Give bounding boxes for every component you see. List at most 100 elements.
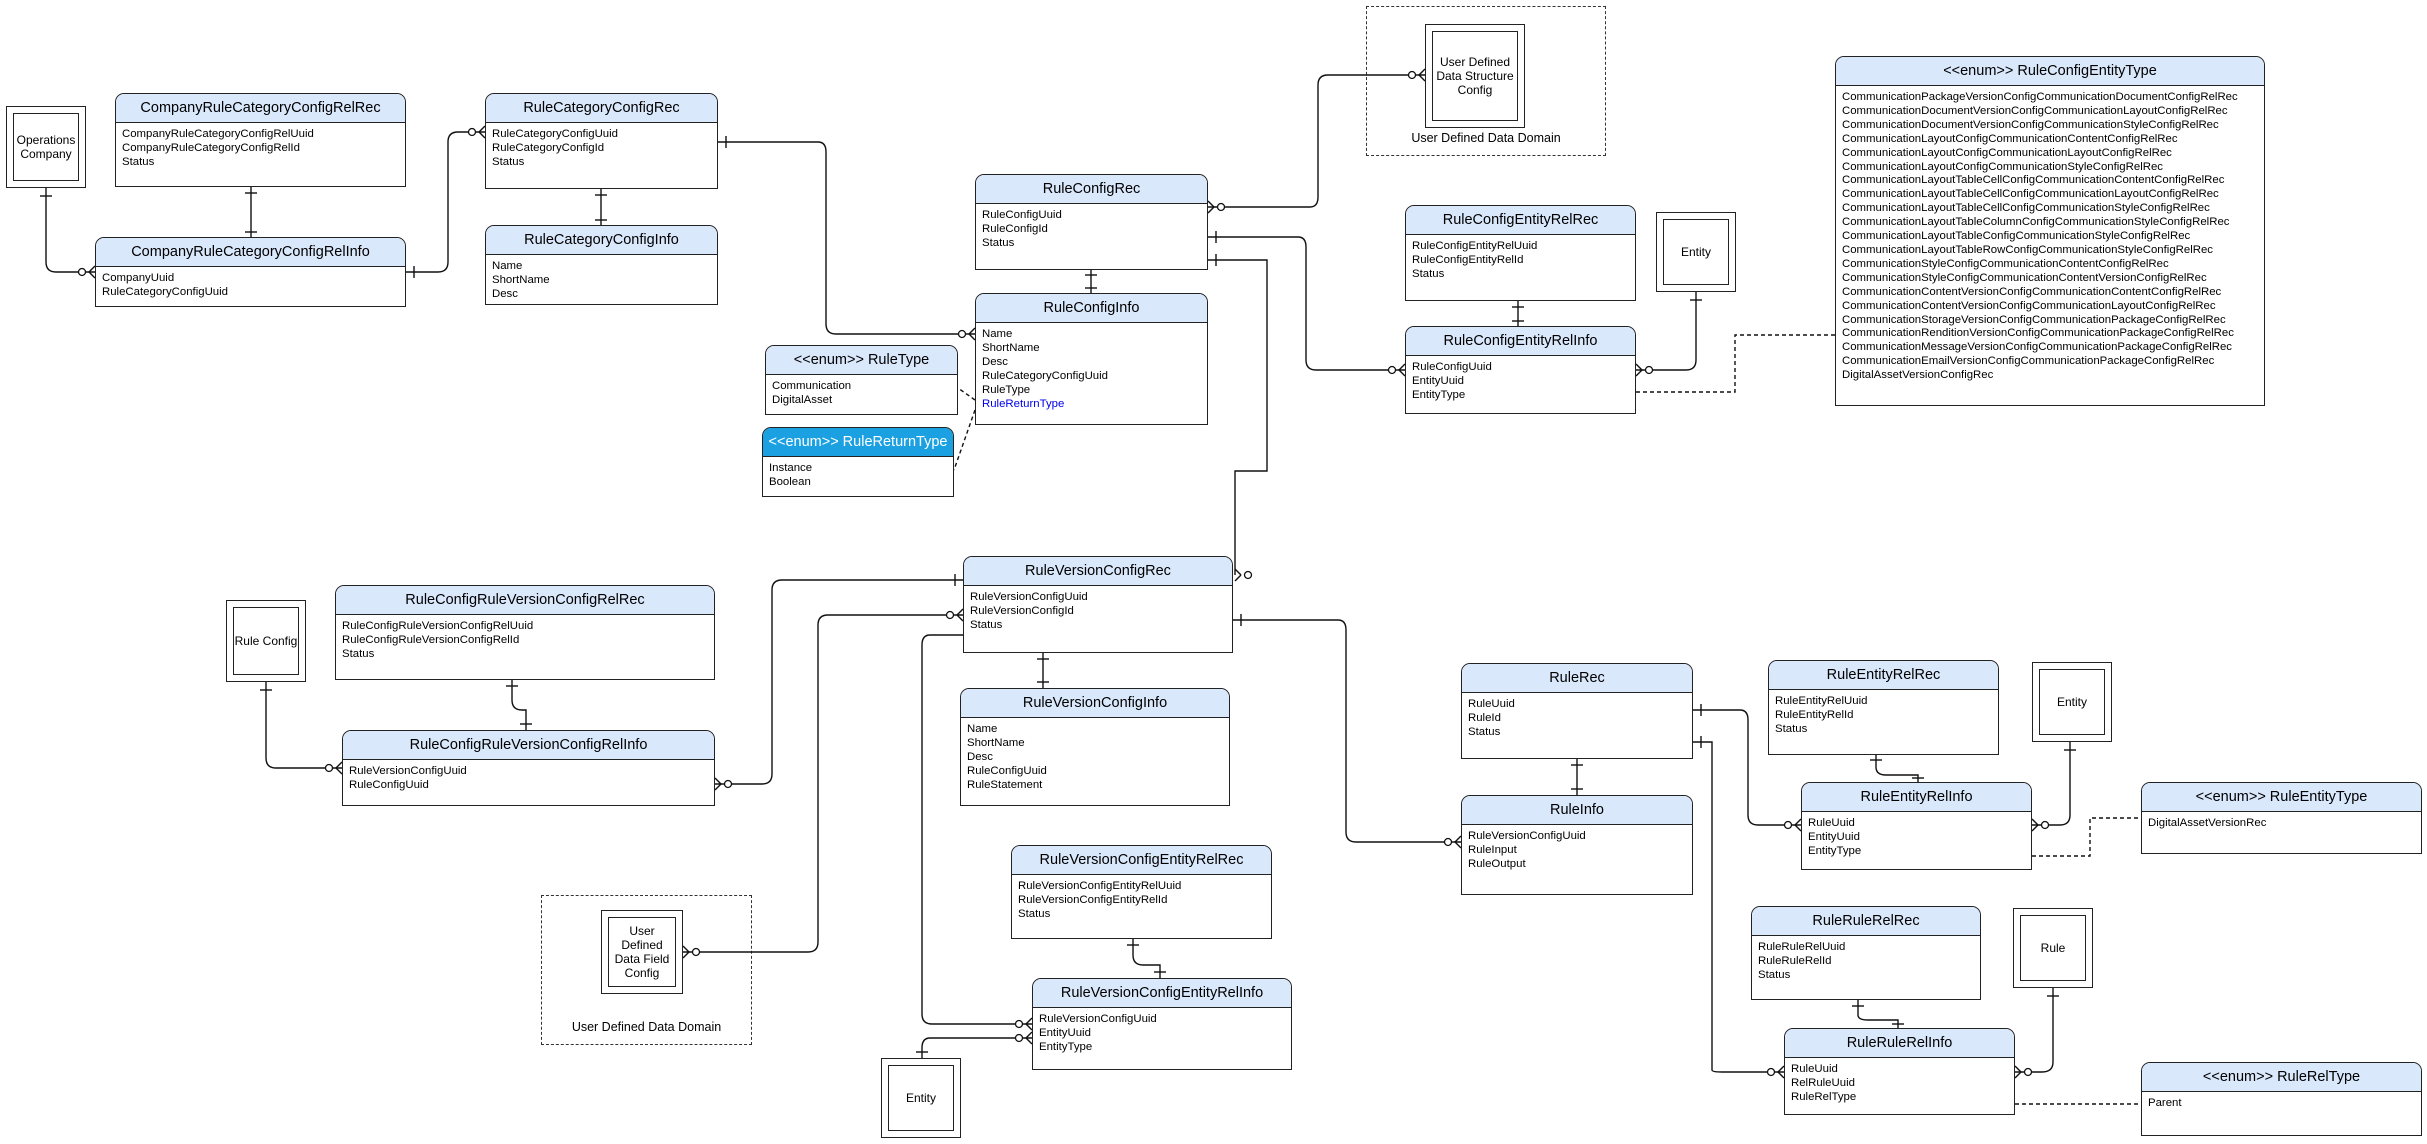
table-rule-config-entity-rel-rec[interactable]: RuleConfigEntityRelRec RuleConfigEntityR… xyxy=(1405,205,1636,301)
table-field: RuleRuleRelUuid xyxy=(1758,941,1846,953)
table-title: RuleConfigRec xyxy=(976,175,1207,204)
table-field: EntityType xyxy=(1039,1040,1093,1053)
table-field: RuleConfigRuleVersionConfigRelUuid xyxy=(342,620,534,632)
relationship-line xyxy=(265,682,342,769)
table-title: RuleCategoryConfigInfo xyxy=(486,226,717,255)
table-field: RuleEntityRelUuid xyxy=(1775,695,1868,707)
table-field: Status xyxy=(1018,907,1051,920)
relationship-line xyxy=(1875,755,1919,782)
table-rule-entity-rel-rec[interactable]: RuleEntityRelRec RuleEntityRelUuid RuleE… xyxy=(1768,660,1999,755)
table-rule-version-config-info[interactable]: RuleVersionConfigInfo Name ShortName Des… xyxy=(960,688,1230,806)
table-rule-version-config-entity-rel-rec[interactable]: RuleVersionConfigEntityRelRec RuleVersio… xyxy=(1011,845,1272,939)
table-title: RuleInfo xyxy=(1462,796,1692,825)
entity-label: Rule xyxy=(2020,915,2086,981)
table-title: RuleEntityRelRec xyxy=(1769,661,1998,690)
enum-value: CommunicationLayoutTableCellConfigCommun… xyxy=(1842,188,2219,201)
table-field: Status xyxy=(970,618,1003,631)
entity-user-defined-data-structure-config[interactable]: User Defined Data Structure Config xyxy=(1425,24,1525,128)
enum-title: <<enum>> RuleRelType xyxy=(2142,1063,2421,1092)
domain-user-defined-data-bottom: User Defined Data Domain xyxy=(541,895,752,1045)
table-title: RuleConfigInfo xyxy=(976,294,1207,323)
table-rule-rule-rel-info[interactable]: RuleRuleRelInfo RuleUuid RelRuleUuid Rul… xyxy=(1784,1028,2015,1115)
table-field: RuleStatement xyxy=(967,778,1043,791)
enum-rule-type[interactable]: <<enum>> RuleType Communication DigitalA… xyxy=(765,345,958,415)
table-field: Name xyxy=(967,723,998,735)
table-title: CompanyRuleCategoryConfigRelInfo xyxy=(96,238,405,267)
table-rule-config-rule-version-config-rel-rec[interactable]: RuleConfigRuleVersionConfigRelRec RuleCo… xyxy=(335,585,715,680)
table-field: RuleUuid xyxy=(1468,698,1515,710)
enum-value: DigitalAsset xyxy=(772,393,833,406)
table-company-rule-category-config-rel-rec[interactable]: CompanyRuleCategoryConfigRelRec CompanyR… xyxy=(115,93,406,187)
table-rule-config-rec[interactable]: RuleConfigRec RuleConfigUuid RuleConfigI… xyxy=(975,174,1208,270)
enum-values: Instance Boolean xyxy=(763,457,953,495)
enum-rule-return-type[interactable]: <<enum>> RuleReturnType Instance Boolean xyxy=(762,427,954,497)
entity-entity-bottom[interactable]: Entity xyxy=(881,1058,961,1138)
table-field: RuleVersionConfigUuid xyxy=(349,765,467,777)
table-title: RuleConfigEntityRelRec xyxy=(1406,206,1635,235)
entity-entity-right[interactable]: Entity xyxy=(2032,662,2112,742)
enum-value: Communication xyxy=(772,380,852,392)
table-title: RuleCategoryConfigRec xyxy=(486,94,717,123)
relationship-line xyxy=(2032,742,2071,826)
table-rule-category-config-rec[interactable]: RuleCategoryConfigRec RuleCategoryConfig… xyxy=(485,93,718,189)
relationship-line xyxy=(2015,988,2054,1073)
table-field: ShortName xyxy=(982,341,1040,354)
entity-operations-company[interactable]: Operations Company xyxy=(6,106,86,188)
cardinality-many-marker xyxy=(1443,837,1453,847)
enum-title: <<enum>> RuleReturnType xyxy=(763,428,953,457)
table-fields: RuleVersionConfigEntityRelUuid RuleVersi… xyxy=(1012,875,1271,927)
table-rule-info[interactable]: RuleInfo RuleVersionConfigUuid RuleInput… xyxy=(1461,795,1693,895)
table-company-rule-category-config-rel-info[interactable]: CompanyRuleCategoryConfigRelInfo Company… xyxy=(95,237,406,307)
relationship-line xyxy=(1208,259,1268,575)
table-rule-entity-rel-info[interactable]: RuleEntityRelInfo RuleUuid EntityUuid En… xyxy=(1801,782,2032,870)
table-rule-version-config-entity-rel-info[interactable]: RuleVersionConfigEntityRelInfo RuleVersi… xyxy=(1032,978,1292,1070)
relationship-line xyxy=(1857,1000,1899,1028)
entity-label: User Defined Data Structure Config xyxy=(1432,31,1518,121)
enum-value: CommunicationStyleConfigCommunicationCon… xyxy=(1842,257,2169,270)
enum-rule-entity-type[interactable]: <<enum>> RuleEntityType DigitalAssetVers… xyxy=(2141,782,2422,854)
enum-value: CommunicationEmailVersionConfigCommunica… xyxy=(1842,355,2215,368)
table-field: Name xyxy=(492,260,523,272)
table-rule-config-entity-rel-info[interactable]: RuleConfigEntityRelInfo RuleConfigUuid E… xyxy=(1405,326,1636,414)
table-title: RuleEntityRelInfo xyxy=(1802,783,2031,812)
table-title: RuleConfigRuleVersionConfigRelInfo xyxy=(343,731,714,760)
entity-entity-top[interactable]: Entity xyxy=(1656,212,1736,292)
relationship-line xyxy=(957,387,976,401)
entity-label: Entity xyxy=(2039,669,2105,735)
table-title: RuleRuleRelRec xyxy=(1752,907,1980,936)
table-field: CompanyUuid xyxy=(102,272,175,284)
enum-value: DigitalAssetVersionRec xyxy=(2148,817,2267,829)
enum-values: Parent xyxy=(2142,1092,2421,1116)
entity-rule[interactable]: Rule xyxy=(2013,908,2093,988)
entity-label: Operations Company xyxy=(13,113,79,181)
table-rule-rule-rel-rec[interactable]: RuleRuleRelRec RuleRuleRelUuid RuleRuleR… xyxy=(1751,906,1981,1000)
table-field: EntityUuid xyxy=(1808,830,1860,843)
enum-rule-config-entity-type[interactable]: <<enum>> RuleConfigEntityType Communicat… xyxy=(1835,56,2265,406)
table-field: RuleVersionConfigEntityRelId xyxy=(1018,893,1168,906)
table-title: RuleConfigRuleVersionConfigRelRec xyxy=(336,586,714,615)
table-rule-config-info[interactable]: RuleConfigInfo Name ShortName Desc RuleC… xyxy=(975,293,1208,425)
table-field-link[interactable]: RuleReturnType xyxy=(982,397,1065,410)
relationship-line xyxy=(921,1037,1032,1058)
enum-value: Instance xyxy=(769,462,813,474)
entity-rule-config[interactable]: Rule Config xyxy=(226,600,306,682)
enum-value: CommunicationRenditionVersionConfigCommu… xyxy=(1842,327,2234,340)
domain-label: User Defined Data Domain xyxy=(1411,131,1561,145)
table-field: RuleConfigRuleVersionConfigRelId xyxy=(342,633,520,646)
enum-value: CommunicationLayoutConfigCommunicationCo… xyxy=(1842,132,2178,145)
table-rule-config-rule-version-config-rel-info[interactable]: RuleConfigRuleVersionConfigRelInfo RuleV… xyxy=(342,730,715,806)
enum-rule-rel-type[interactable]: <<enum>> RuleRelType Parent xyxy=(2141,1062,2422,1136)
table-fields: CompanyRuleCategoryConfigRelUuid Company… xyxy=(116,123,405,175)
table-rule-rec[interactable]: RuleRec RuleUuid RuleId Status xyxy=(1461,663,1693,759)
table-field: RuleCategoryConfigId xyxy=(492,141,605,154)
enum-value: CommunicationLayoutTableCellConfigCommun… xyxy=(1842,202,2210,215)
table-title: CompanyRuleCategoryConfigRelRec xyxy=(116,94,405,123)
table-field: CompanyRuleCategoryConfigRelUuid xyxy=(122,128,314,140)
cardinality-many-marker xyxy=(723,779,733,789)
table-rule-category-config-info[interactable]: RuleCategoryConfigInfo Name ShortName De… xyxy=(485,225,718,305)
table-field: Status xyxy=(1412,267,1445,280)
table-fields: RuleVersionConfigUuid RuleConfigUuid xyxy=(343,760,714,798)
table-rule-version-config-rec[interactable]: RuleVersionConfigRec RuleVersionConfigUu… xyxy=(963,556,1233,653)
entity-user-defined-data-field-config[interactable]: User Defined Data Field Config xyxy=(601,910,683,994)
